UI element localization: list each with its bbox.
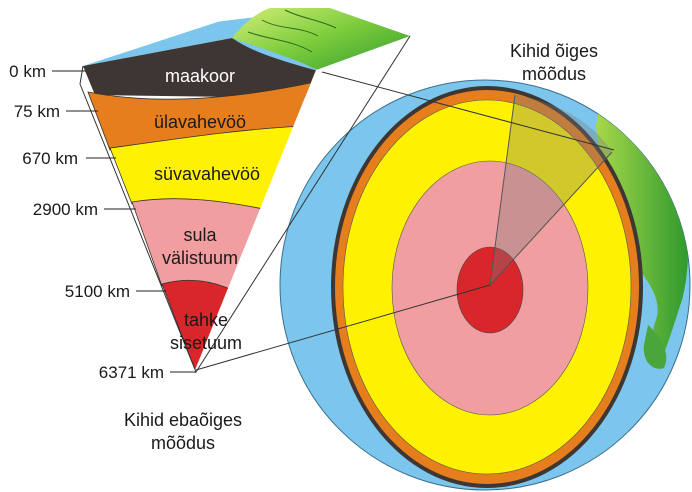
label-lower-mantle: süvavahevöö <box>154 164 260 184</box>
depth-label-3: 2900 km <box>33 200 98 219</box>
caption-proportional-1: Kihid õiges <box>510 41 598 61</box>
label-outer-core-2: välistuum <box>162 248 238 268</box>
globe <box>279 79 691 491</box>
layer-labels: maakoor ülavahevöö süvavahevöö sula väli… <box>154 66 260 353</box>
globe-inner-core <box>456 246 524 334</box>
depth-label-4: 5100 km <box>65 282 130 301</box>
wedge-surface-land <box>232 8 410 72</box>
caption-not-proportional-1: Kihid ebaõiges <box>124 410 242 430</box>
captions: Kihid õiges mõõdus Kihid ebaõiges mõõdus <box>124 41 598 453</box>
label-upper-mantle: ülavahevöö <box>154 112 246 132</box>
connector-bottom <box>195 284 491 371</box>
depth-label-1: 75 km <box>14 102 60 121</box>
label-inner-core-2: sisetuum <box>170 333 242 353</box>
depth-label-5: 6371 km <box>99 363 164 382</box>
label-crust: maakoor <box>165 66 235 86</box>
depth-label-0: 0 km <box>9 62 46 81</box>
caption-not-proportional-2: mõõdus <box>151 433 215 453</box>
depth-scale: 0 km 75 km 670 km 2900 km 5100 km 6371 k… <box>9 62 196 382</box>
caption-proportional-2: mõõdus <box>522 64 586 84</box>
connector-top <box>321 71 615 151</box>
label-outer-core-1: sula <box>183 225 217 245</box>
depth-label-2: 670 km <box>22 149 78 168</box>
label-inner-core-1: tahke <box>184 310 228 330</box>
globe-wedge-highlight <box>490 95 612 285</box>
